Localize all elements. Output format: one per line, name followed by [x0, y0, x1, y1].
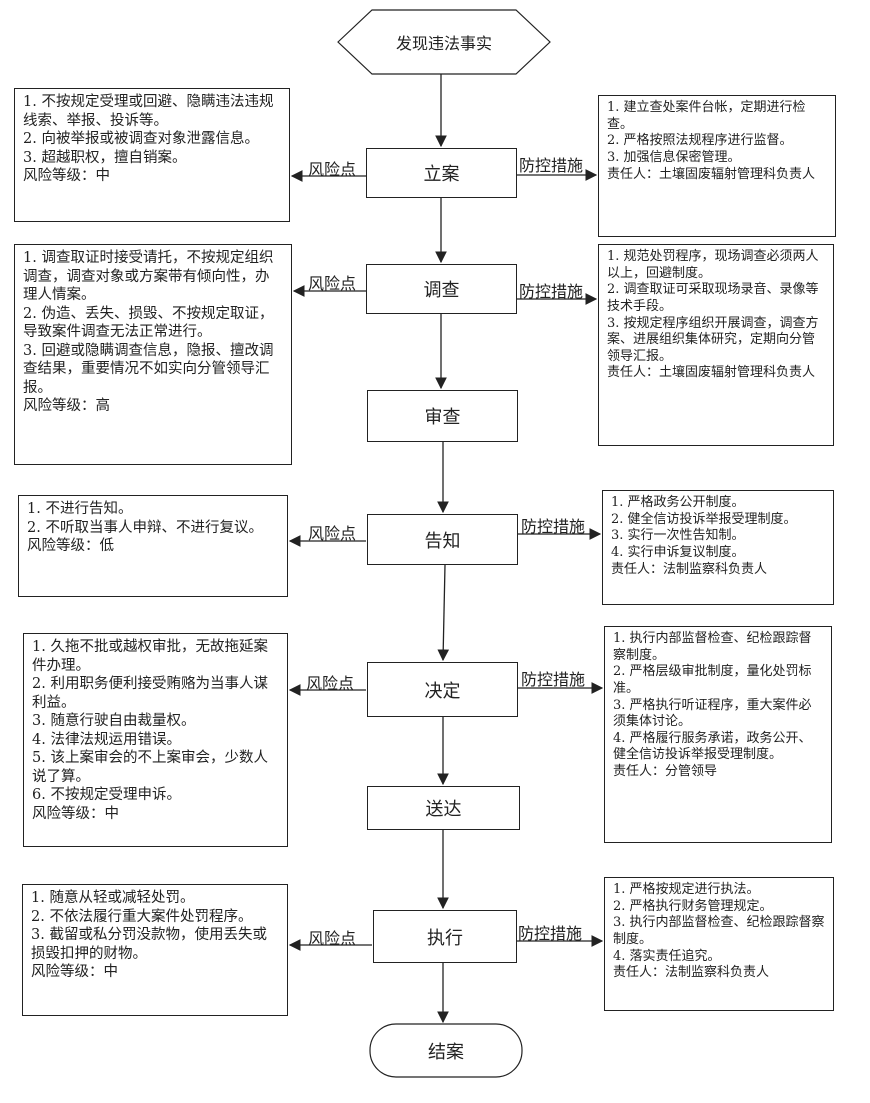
end-shape — [369, 1023, 523, 1078]
control-owner: 责任人：法制监察科负责人 — [611, 561, 768, 577]
step-jueding: 决定 — [367, 662, 518, 717]
step-gaozhi: 告知 — [367, 514, 518, 565]
risk-box-zhixing: 1. 随意从轻或减轻处罚。 2. 不依法履行重大案件处罚程序。 3. 截留或私分… — [22, 884, 288, 1016]
risk-text: 1. 调查取证时接受请托，不按规定组织调查，调查对象或方案带有倾向性，办理人情案… — [23, 250, 274, 304]
arrow-gaozhi-to-jueding — [437, 564, 450, 662]
end-node: 结案 — [428, 1041, 464, 1063]
risk-text: 2. 伪造、丢失、损毁、不按规定取证，导致案件调查无法正常进行。 — [23, 305, 274, 341]
control-box-lian: 1. 建立查处案件台帐，定期进行检查。 2. 严格按照法规程序进行监督。 3. … — [598, 95, 836, 237]
risk-text: 3. 截留或私分罚没款物，使用丢失或损毁扣押的财物。 — [31, 927, 267, 962]
step-diaocha: 调查 — [366, 264, 517, 314]
risk-text: 2. 不听取当事人申辩、不进行复议。 — [27, 519, 263, 536]
control-text: 2. 严格按照法规程序进行监督。 — [607, 133, 793, 149]
risk-box-lian: 1. 不按规定受理或回避、隐瞒违法违规线索、举报、投诉等。 2. 向被举报或被调… — [14, 88, 290, 222]
risk-box-gaozhi: 1. 不进行告知。 2. 不听取当事人申辩、不进行复议。 风险等级：低 — [18, 495, 288, 597]
risk-text: 3. 回避或隐瞒调查信息，隐报、擅改调查结果，重要情况不如实向分管领导汇报。 — [23, 342, 274, 396]
risk-text: 3. 随意行驶自由裁量权。 — [32, 713, 196, 730]
control-owner: 责任人：分管领导 — [613, 764, 718, 779]
control-label-zhixing: 防控措施 — [518, 924, 583, 943]
step-lian: 立案 — [366, 148, 517, 198]
control-text: 2. 健全信访投诉举报受理制度。 — [611, 511, 797, 527]
start-shape — [337, 9, 551, 75]
control-label-gaozhi: 防控措施 — [521, 517, 586, 536]
control-text: 1. 严格政务公开制度。 — [611, 495, 745, 510]
risk-text: 2. 向被举报或被调查对象泄露信息。 — [23, 131, 259, 148]
risk-level: 风险等级：低 — [27, 538, 114, 555]
control-text: 1. 建立查处案件台帐，定期进行检查。 — [607, 100, 806, 132]
control-text: 3. 严格执行听证程序，重大案件必须集体讨论。 — [613, 697, 812, 730]
risk-label-lian: 风险点 — [308, 160, 357, 179]
control-text: 4. 落实责任追究。 — [613, 948, 721, 964]
control-text: 3. 按规定程序组织开展调查，调查方案、进展组织集体研究，定期向分管领导汇报。 — [607, 315, 819, 364]
control-owner: 责任人：土壤固废辐射管理科负责人 — [607, 166, 816, 182]
control-text: 1. 严格按规定进行执法。 — [613, 882, 760, 897]
control-label-lian: 防控措施 — [519, 156, 584, 175]
control-text: 2. 严格执行财务管理规定。 — [613, 898, 773, 914]
control-owner: 责任人：法制监察科负责人 — [613, 965, 770, 981]
control-text: 2. 调查取证可采取现场录音、录像等技术手段。 — [607, 282, 819, 314]
control-owner: 责任人：土壤固废辐射管理科负责人 — [607, 365, 816, 381]
risk-box-diaocha: 1. 调查取证时接受请托，不按规定组织调查，调查对象或方案带有倾向性，办理人情案… — [14, 244, 292, 465]
risk-level: 风险等级：高 — [23, 398, 110, 415]
risk-label-gaozhi: 风险点 — [308, 524, 357, 543]
control-text: 3. 加强信息保密管理。 — [607, 149, 741, 165]
risk-level: 风险等级：中 — [23, 168, 110, 185]
control-text: 1. 执行内部监督检查、纪检跟踪督察制度。 — [613, 631, 812, 663]
control-text: 3. 实行一次性告知制。 — [611, 528, 745, 544]
risk-level: 风险等级：中 — [31, 964, 118, 981]
control-text: 2. 严格层级审批制度，量化处罚标准。 — [613, 664, 812, 696]
control-text: 4. 严格履行服务承诺，政务公开、健全信访投诉举报受理制度。 — [613, 730, 812, 763]
risk-text: 5. 该上案审会的不上案审会，少数人说了算。 — [32, 750, 268, 785]
risk-label-diaocha: 风险点 — [308, 274, 357, 293]
risk-text: 2. 不依法履行重大案件处罚程序。 — [31, 908, 253, 925]
risk-text: 1. 不进行告知。 — [27, 501, 133, 517]
control-box-jueding: 1. 执行内部监督检查、纪检跟踪督察制度。 2. 严格层级审批制度，量化处罚标准… — [604, 626, 832, 843]
control-label-diaocha: 防控措施 — [519, 282, 584, 301]
control-text: 4. 实行申诉复议制度。 — [611, 544, 745, 560]
risk-text: 2. 利用职务便利接受贿赂为当事人谋利益。 — [32, 676, 268, 711]
risk-text: 1. 久拖不批或越权审批，无故拖延案件办理。 — [32, 639, 268, 674]
risk-text: 6. 不按规定受理申诉。 — [32, 787, 181, 804]
risk-box-jueding: 1. 久拖不批或越权审批，无故拖延案件办理。 2. 利用职务便利接受贿赂为当事人… — [23, 633, 288, 847]
control-box-gaozhi: 1. 严格政务公开制度。 2. 健全信访投诉举报受理制度。 3. 实行一次性告知… — [602, 490, 834, 605]
control-text: 3. 执行内部监督检查、纪检跟踪督察制度。 — [613, 915, 825, 947]
risk-text: 3. 超越职权，擅自销案。 — [23, 149, 187, 166]
risk-text: 1. 随意从轻或减轻处罚。 — [31, 890, 195, 906]
control-box-diaocha: 1. 规范处罚程序，现场调查必须两人以上，回避制度。 2. 调查取证可采取现场录… — [598, 244, 834, 446]
step-shencha: 审查 — [367, 390, 518, 442]
risk-text: 4. 法律法规运用错误。 — [32, 731, 181, 748]
risk-level: 风险等级：中 — [32, 805, 119, 822]
risk-label-jueding: 风险点 — [306, 674, 355, 693]
control-text: 1. 规范处罚程序，现场调查必须两人以上，回避制度。 — [607, 249, 819, 281]
control-box-zhixing: 1. 严格按规定进行执法。 2. 严格执行财务管理规定。 3. 执行内部监督检查… — [604, 877, 834, 1011]
step-songda: 送达 — [367, 786, 520, 830]
risk-label-zhixing: 风险点 — [308, 929, 357, 948]
start-node: 发现违法事实 — [395, 34, 492, 53]
step-zhixing: 执行 — [373, 910, 517, 963]
risk-text: 1. 不按规定受理或回避、隐瞒违法违规线索、举报、投诉等。 — [23, 94, 274, 129]
control-label-jueding: 防控措施 — [521, 670, 586, 689]
